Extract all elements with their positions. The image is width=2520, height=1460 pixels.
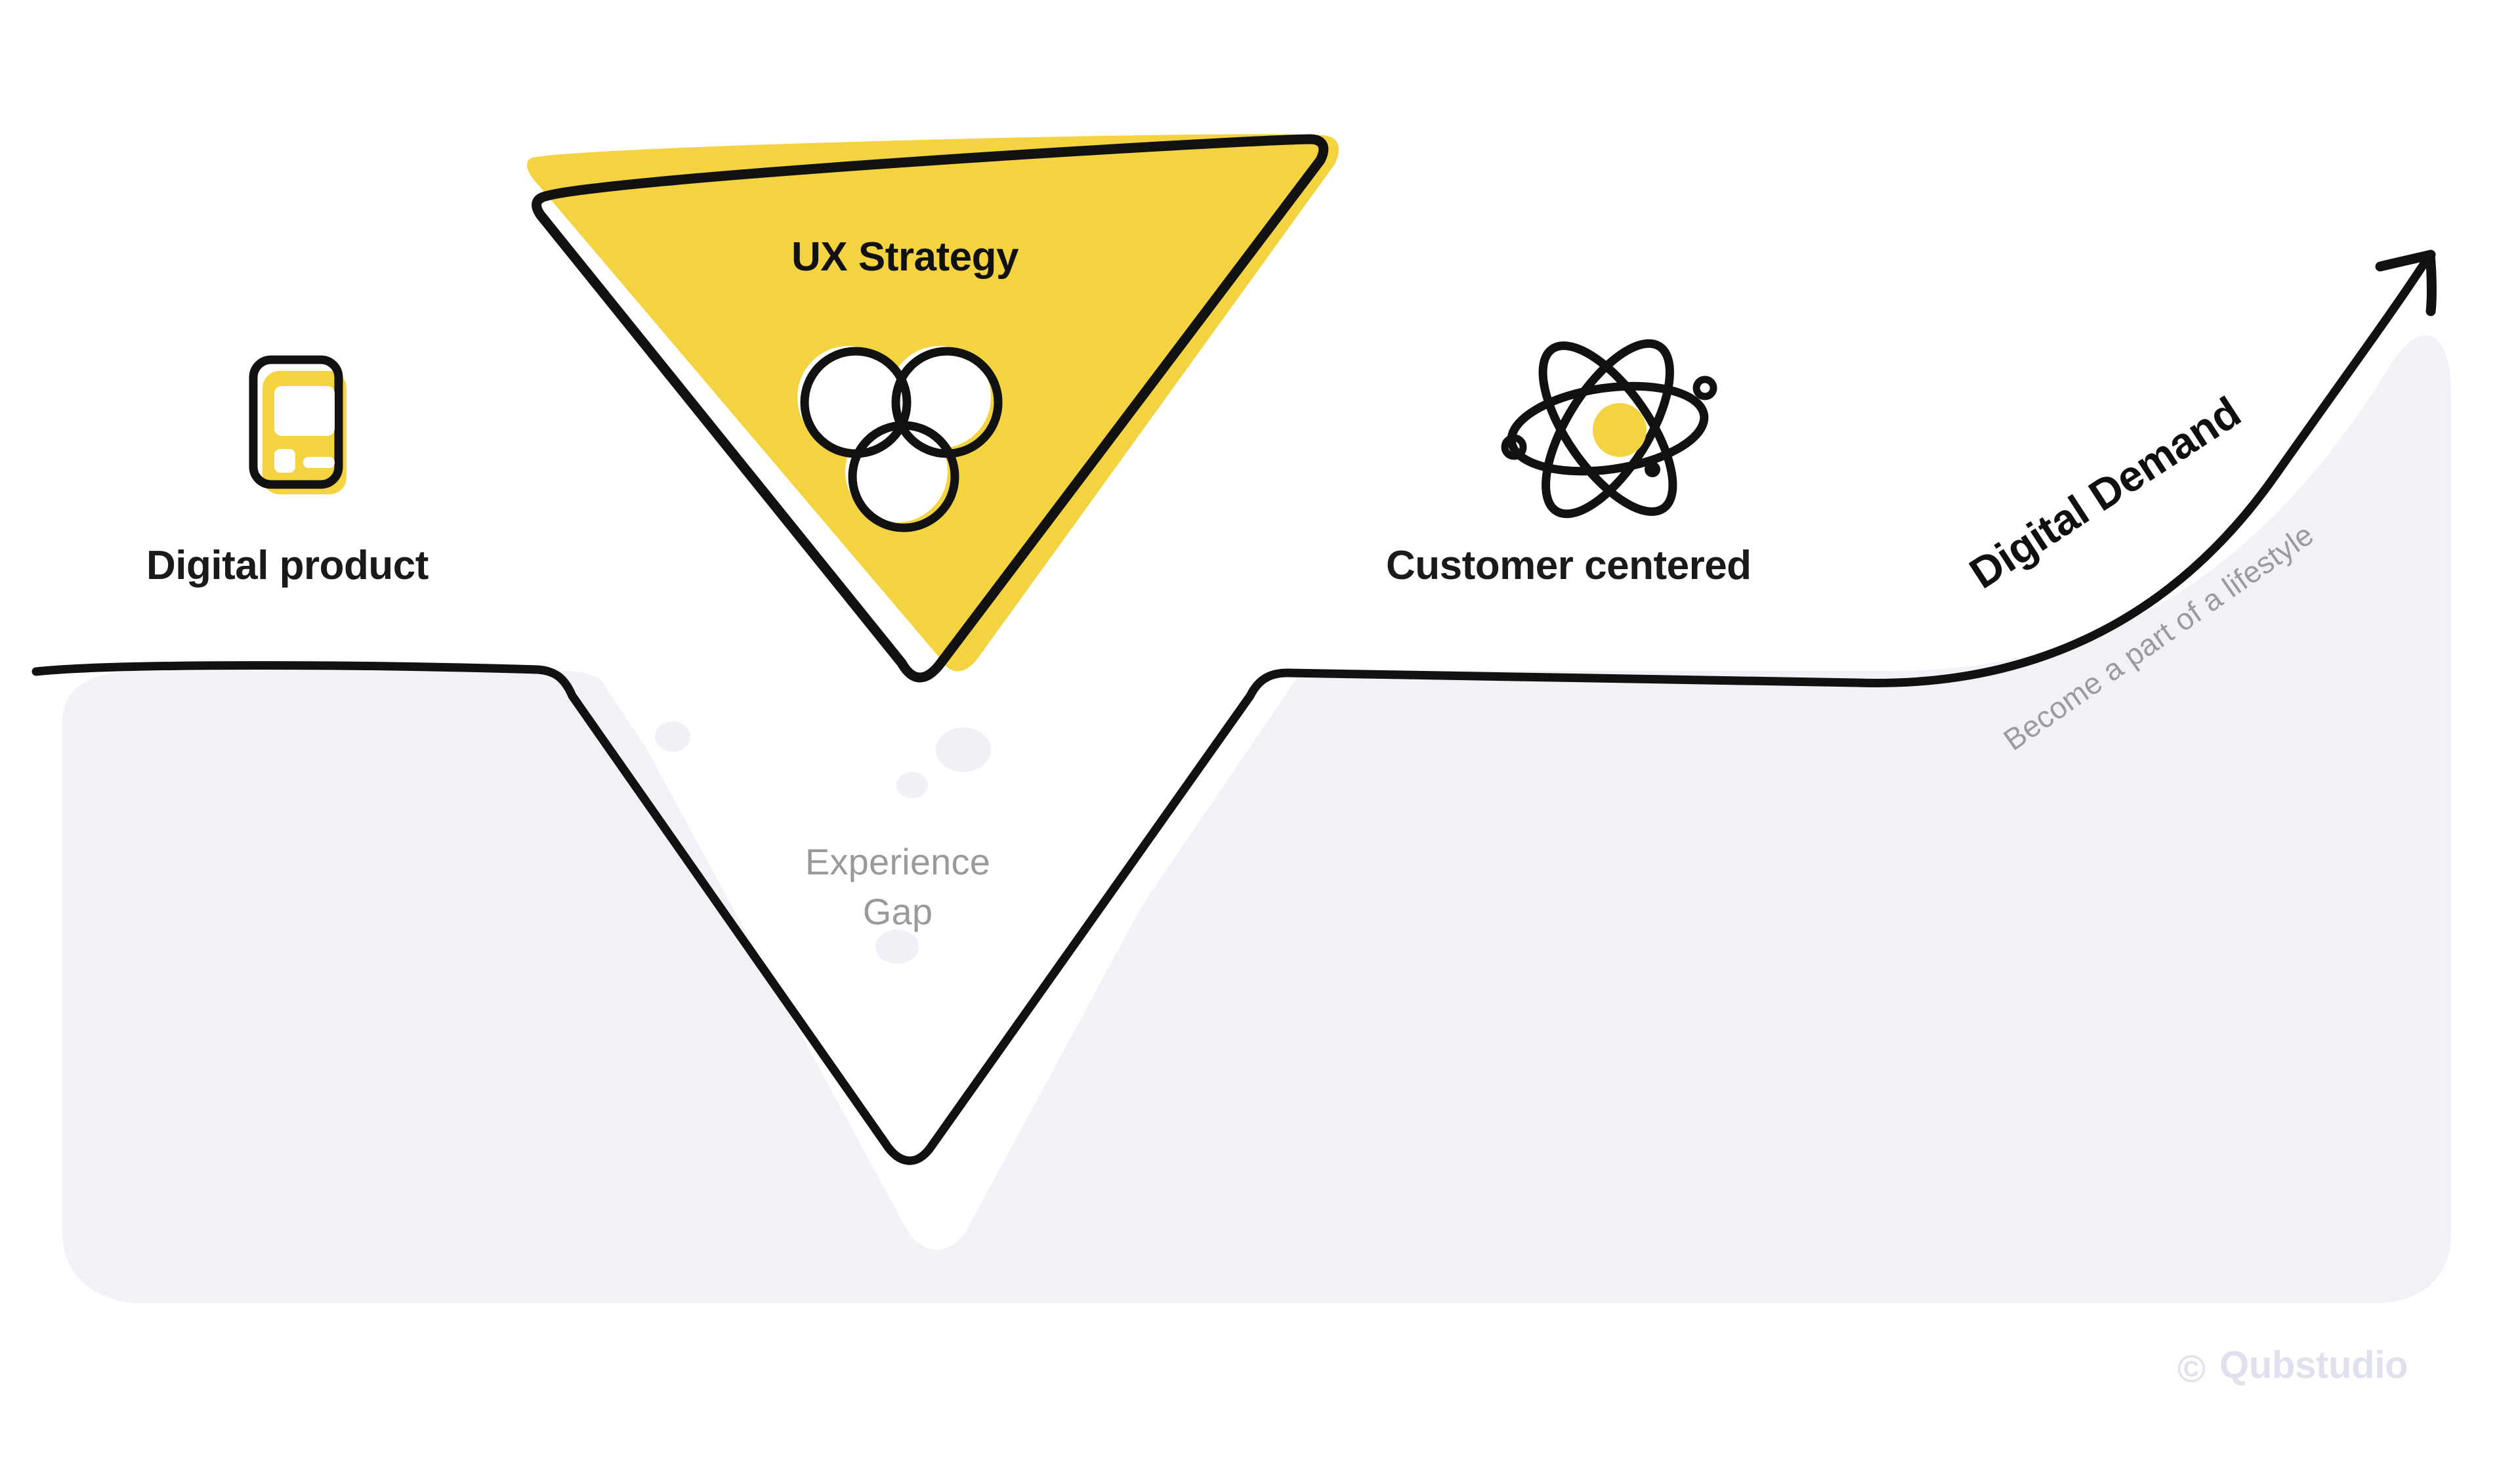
atom-orbit-2: [1538, 341, 1677, 516]
atom-electron-right: [1692, 376, 1717, 400]
bubble: [655, 721, 690, 752]
triangle-ink-outline: [532, 134, 1329, 683]
atom-orbit-1: [1507, 381, 1709, 476]
label-ux-strategy: UX Strategy: [791, 234, 1018, 280]
atom-orbit-3: [1542, 339, 1674, 519]
atom-icon: [1501, 339, 1717, 519]
venn-diagram-icon: [797, 346, 1003, 532]
atom-electron-lower: [1645, 462, 1660, 477]
phone-outline: [249, 355, 343, 489]
watermark-copyright-symbol: ©: [2177, 1348, 2206, 1390]
label-digital-product: Digital product: [146, 543, 429, 588]
label-customer-centered: Customer centered: [1386, 543, 1752, 588]
gap-bubbles-upper: [655, 721, 991, 964]
phone-button-square: [274, 449, 295, 473]
phone-screen: [274, 386, 335, 436]
valley-white-wedge: [594, 670, 1303, 1184]
venn-blob-left: [797, 346, 900, 448]
watermark-brand: Qubstudio: [2219, 1344, 2408, 1386]
experience-gap-line-1: Experience: [805, 841, 991, 882]
experience-gap-line-2: Gap: [862, 891, 933, 932]
atom-nucleus: [1593, 403, 1647, 457]
venn-circle-bottom: [848, 421, 959, 532]
lavender-mass: [62, 335, 2451, 1303]
bubble: [896, 772, 928, 798]
journey-curve-path: [32, 253, 2433, 1165]
phone-button-bar: [303, 457, 335, 468]
atom-electron-left: [1501, 434, 1527, 460]
arrow-barb-right: [2425, 250, 2437, 316]
bubble: [936, 727, 991, 772]
bubble: [875, 930, 919, 964]
mobile-phone-icon: [249, 355, 346, 494]
